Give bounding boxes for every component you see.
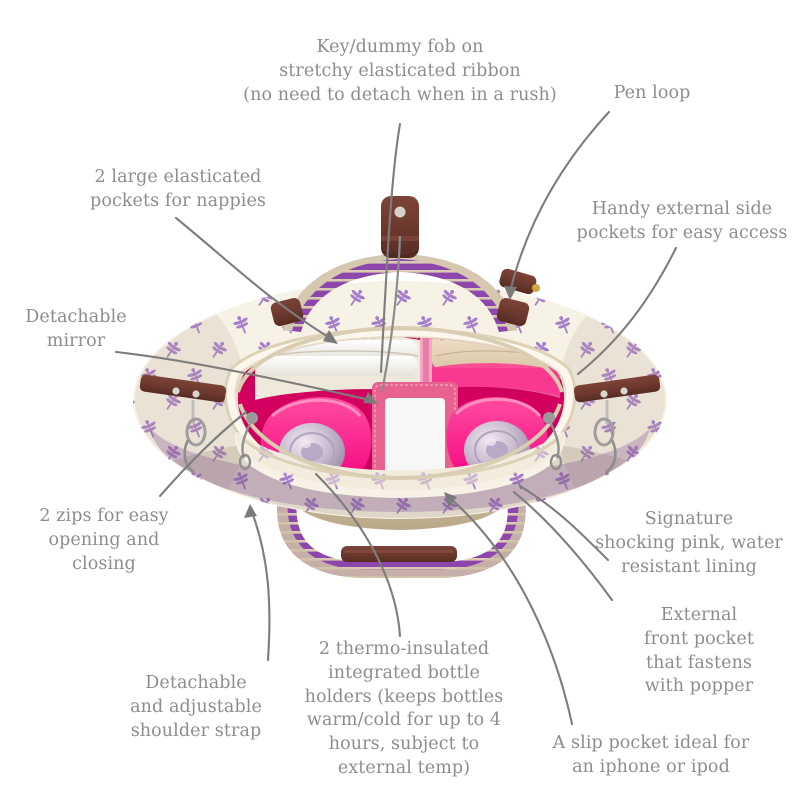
callout-shoulder-strap: Detachable and adjustable shoulder strap (130, 673, 262, 741)
callout-mirror: Detachable mirror (25, 307, 127, 351)
handle-anchor-right (496, 298, 530, 326)
side-leather-tab-right (573, 374, 661, 403)
callout-lining: Signature shocking pink, water resistant… (595, 509, 783, 577)
callout-nappy-pockets: 2 large elasticated pockets for nappies (90, 167, 266, 211)
callout-front-pocket: External front pocket that fastens with … (644, 605, 754, 697)
callout-key-fob: Key/dummy fob on stretchy elasticated ri… (243, 37, 557, 105)
callout-slip-pocket: A slip pocket ideal for an iphone or ipo… (552, 733, 750, 777)
strap-d-ring-right (593, 400, 617, 474)
callout-bottle-holders: 2 thermo-insulated integrated bottle hol… (304, 639, 504, 778)
callout-pen-loop: Pen loop (613, 83, 691, 103)
detachable-mirror (372, 382, 458, 483)
callout-side-pockets: Handy external side pockets for easy acc… (576, 199, 788, 243)
callout-zips: 2 zips for easy opening and closing (39, 506, 169, 574)
zip-pull-right (543, 412, 563, 471)
